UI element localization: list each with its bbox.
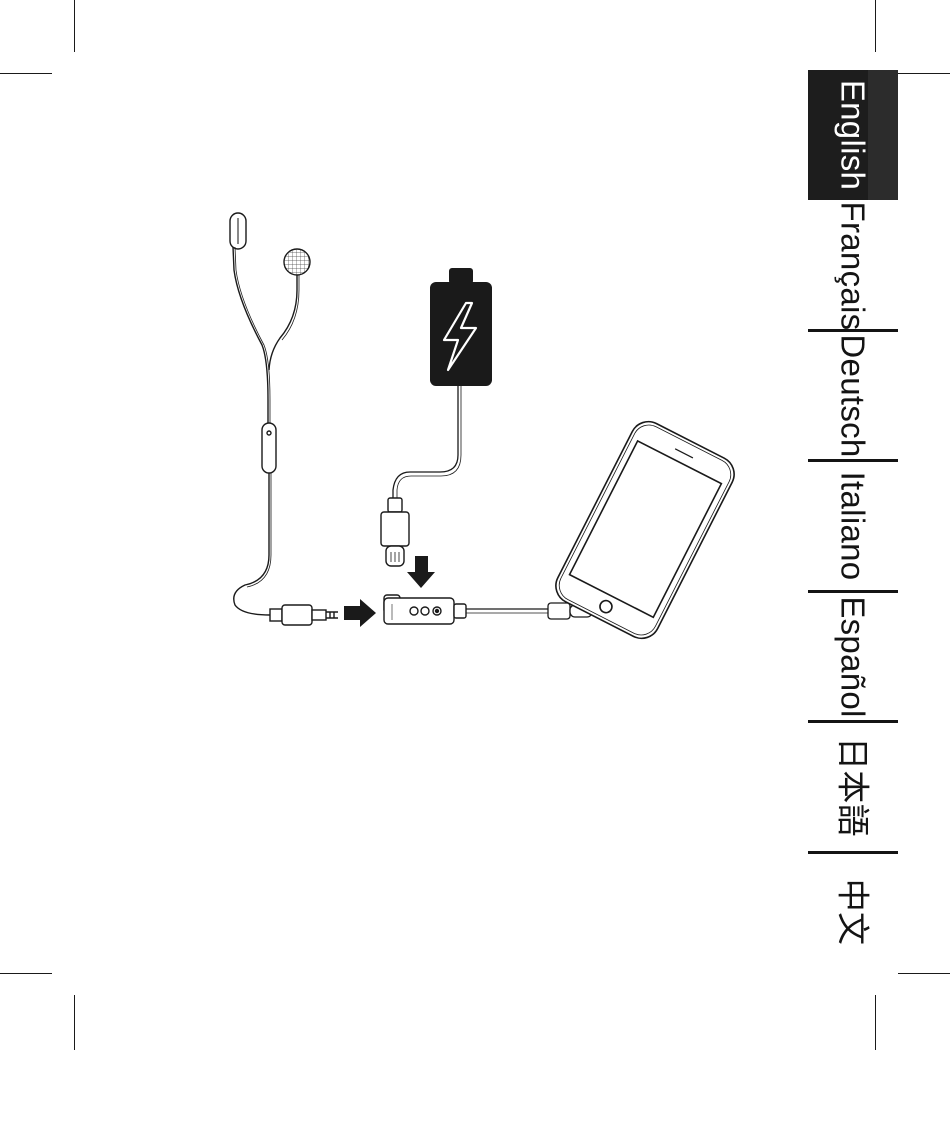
tab-chinese[interactable]: 中文	[808, 854, 898, 970]
tab-japanese[interactable]: 日本語	[808, 723, 898, 851]
tab-espanol[interactable]: Español	[808, 593, 898, 721]
tab-deutsch-label: Deutsch	[837, 334, 870, 457]
charging-cable	[393, 386, 461, 500]
tab-italiano-label: Italiano	[837, 472, 870, 581]
tab-francais[interactable]: Français	[808, 202, 898, 330]
lightning-plug-icon	[381, 498, 409, 566]
earphones-icon	[230, 213, 338, 625]
tab-japanese-label: 日本語	[837, 737, 870, 837]
language-tabs: English Français Deutsch Italiano Españo…	[808, 70, 898, 970]
tab-deutsch[interactable]: Deutsch	[808, 332, 898, 460]
arrow-right-icon	[344, 599, 376, 627]
tab-english[interactable]: English	[808, 70, 898, 200]
tab-italiano[interactable]: Italiano	[808, 462, 898, 590]
tab-espanol-label: Español	[837, 596, 870, 717]
arrow-down-icon	[407, 556, 435, 588]
battery-charging-icon	[430, 268, 492, 386]
splitter-adapter-icon	[384, 595, 466, 624]
tab-chinese-label: 中文	[837, 879, 870, 946]
tab-francais-label: Français	[837, 202, 870, 331]
tab-english-label: English	[837, 80, 870, 190]
